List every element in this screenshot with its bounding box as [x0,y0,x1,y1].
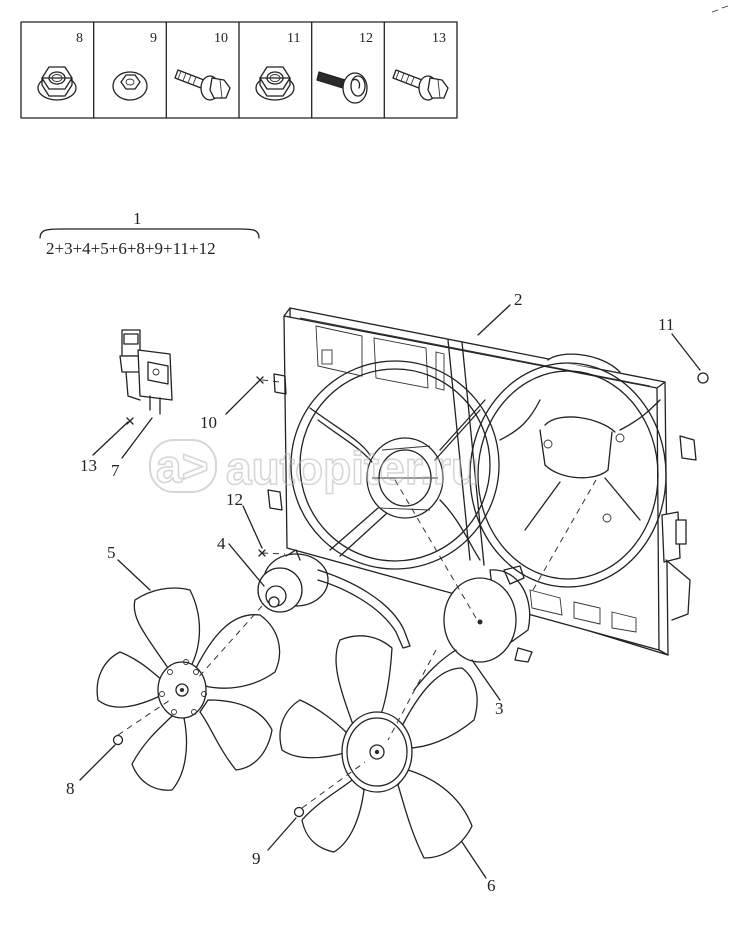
table-cell-number: 9 [150,31,157,46]
flange-bolt-icon [392,69,449,101]
alignment-lines [117,379,597,809]
leader-lines [79,304,701,879]
table-cell-number: 8 [76,31,83,46]
fan-motor-right [413,565,533,691]
table-cell-number: 12 [359,31,373,46]
callout-screw-motor: 12 [226,490,243,509]
fan-motor-left [257,549,411,649]
nut-11-icon [697,372,709,384]
callout-bolt-shroud: 10 [200,413,217,432]
callouts: 2 11 10 12 4 5 13 7 3 8 9 6 [66,290,674,895]
bolt-13-mark [126,417,134,425]
push-nut-icon [112,71,148,101]
watermark: a> autopiter.ru [149,439,480,495]
callout-shroud: 2 [514,290,523,309]
table-cell-number: 13 [432,31,446,46]
fan-resistor [119,329,173,415]
assembly-formula: 1 2+3+4+5+6+8+9+11+12 [39,209,260,258]
callout-bolt-resistor: 13 [80,456,97,475]
callout-resistor: 7 [111,461,120,480]
washer-screw-icon [316,71,368,104]
callout-nut-left-fan: 8 [66,779,75,798]
callout-nut-right-fan: 9 [252,849,261,868]
formula-numerator: 1 [133,209,142,228]
fastener-table: 8 9 10 11 12 13 [20,21,458,119]
callout-fan-right: 6 [487,876,496,895]
flange-bolt-icon [174,69,231,101]
callout-motor-left: 4 [217,534,226,553]
watermark-text: autopiter.ru [226,442,479,494]
fan-blade-right [279,635,478,859]
callout-nut-shroud: 11 [658,315,674,334]
callout-motor-right: 3 [495,699,504,718]
fan-shroud [267,307,697,656]
table-cell-number: 10 [214,31,228,46]
callout-fan-left: 5 [107,543,116,562]
nut-8-icon [112,734,124,746]
flange-nut-icon [37,66,77,101]
table-cell-number: 11 [287,31,300,46]
watermark-logo-icon [149,439,217,493]
fan-blade-left [96,587,281,791]
loose-fasteners [112,372,709,818]
formula-denominator: 2+3+4+5+6+8+9+11+12 [46,239,216,258]
watermark-logo: a> [156,440,208,492]
flange-nut-icon [255,66,295,101]
nut-9-icon [293,806,305,818]
